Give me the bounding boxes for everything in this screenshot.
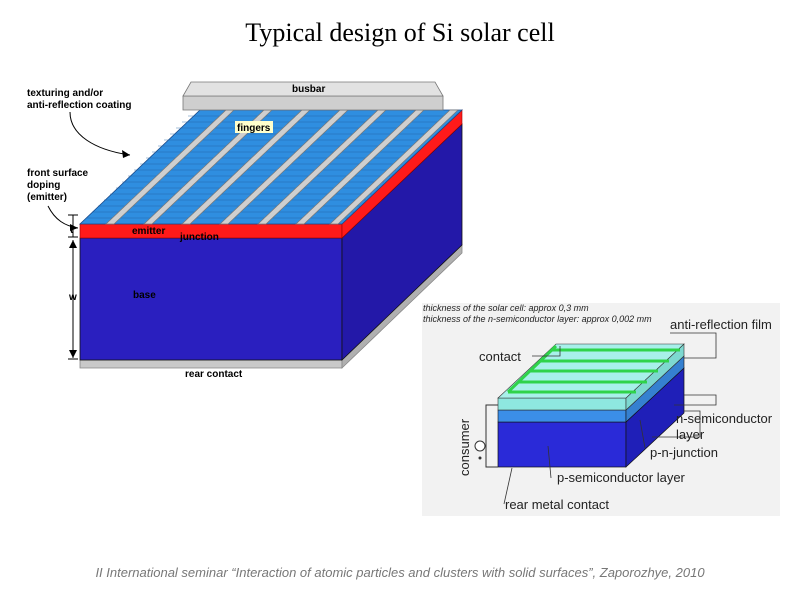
label-busbar: busbar — [292, 84, 325, 95]
slide-footer: II International seminar “Interaction of… — [95, 565, 705, 580]
label-w: w — [68, 292, 77, 303]
label-texturing-1: texturing and/or — [27, 88, 103, 99]
label-junction: junction — [179, 232, 219, 243]
texturing-arrowhead — [122, 150, 130, 158]
slide-title: Typical design of Si solar cell — [245, 18, 555, 47]
label-consumer: consumer — [457, 418, 472, 476]
note-n-layer-thickness: thickness of the n-semiconductor layer: … — [423, 314, 652, 324]
right-cell-diagram: thickness of the solar cell: approx 0,3 … — [422, 303, 780, 516]
label-rear-metal-contact: rear metal contact — [505, 497, 609, 512]
consumer-wire — [485, 404, 498, 468]
label-n-semiconductor-2: layer — [676, 427, 705, 442]
label-pn-junction: p-n-junction — [650, 445, 718, 460]
w-arrow-up — [69, 240, 77, 248]
rear-contact-plate — [79, 359, 343, 369]
consumer-terminal — [478, 456, 482, 460]
label-rear-contact: rear contact — [185, 369, 243, 380]
busbar — [182, 95, 444, 111]
w-arrow-down — [69, 350, 77, 358]
texturing-arrow — [69, 111, 131, 156]
label-contact: contact — [479, 349, 521, 364]
p-layer-front — [497, 421, 627, 468]
front-surface-arrowhead — [70, 224, 78, 231]
label-t: t — [70, 225, 74, 236]
n-layer-front — [497, 409, 627, 423]
finger-7 — [329, 109, 459, 225]
label-emitter: emitter — [132, 226, 165, 237]
metal-fingers — [105, 109, 459, 225]
label-fingers: fingers — [237, 123, 271, 134]
fingers-label-bg — [235, 121, 273, 133]
leader-lines — [503, 332, 717, 505]
left-cell-diagram: busbar texturing and/or anti-reflection … — [27, 81, 464, 380]
note-cell-thickness: thickness of the solar cell: approx 0,3 … — [423, 303, 589, 313]
base-front-face — [79, 237, 343, 361]
film-front — [497, 397, 627, 411]
label-front-surface-1: front surface — [27, 168, 89, 179]
busbar-top — [182, 81, 444, 97]
label-anti-reflection-film: anti-reflection film — [670, 317, 772, 332]
contact-fingers — [506, 344, 680, 394]
label-p-semiconductor: p-semiconductor layer — [557, 470, 686, 485]
label-front-surface-2: doping — [27, 180, 60, 191]
label-n-semiconductor-1: n-semiconductor — [676, 411, 773, 426]
label-texturing-2: anti-reflection coating — [27, 100, 131, 111]
consumer-symbol — [474, 440, 486, 452]
label-front-surface-3: (emitter) — [27, 192, 67, 203]
label-base: base — [133, 290, 156, 301]
